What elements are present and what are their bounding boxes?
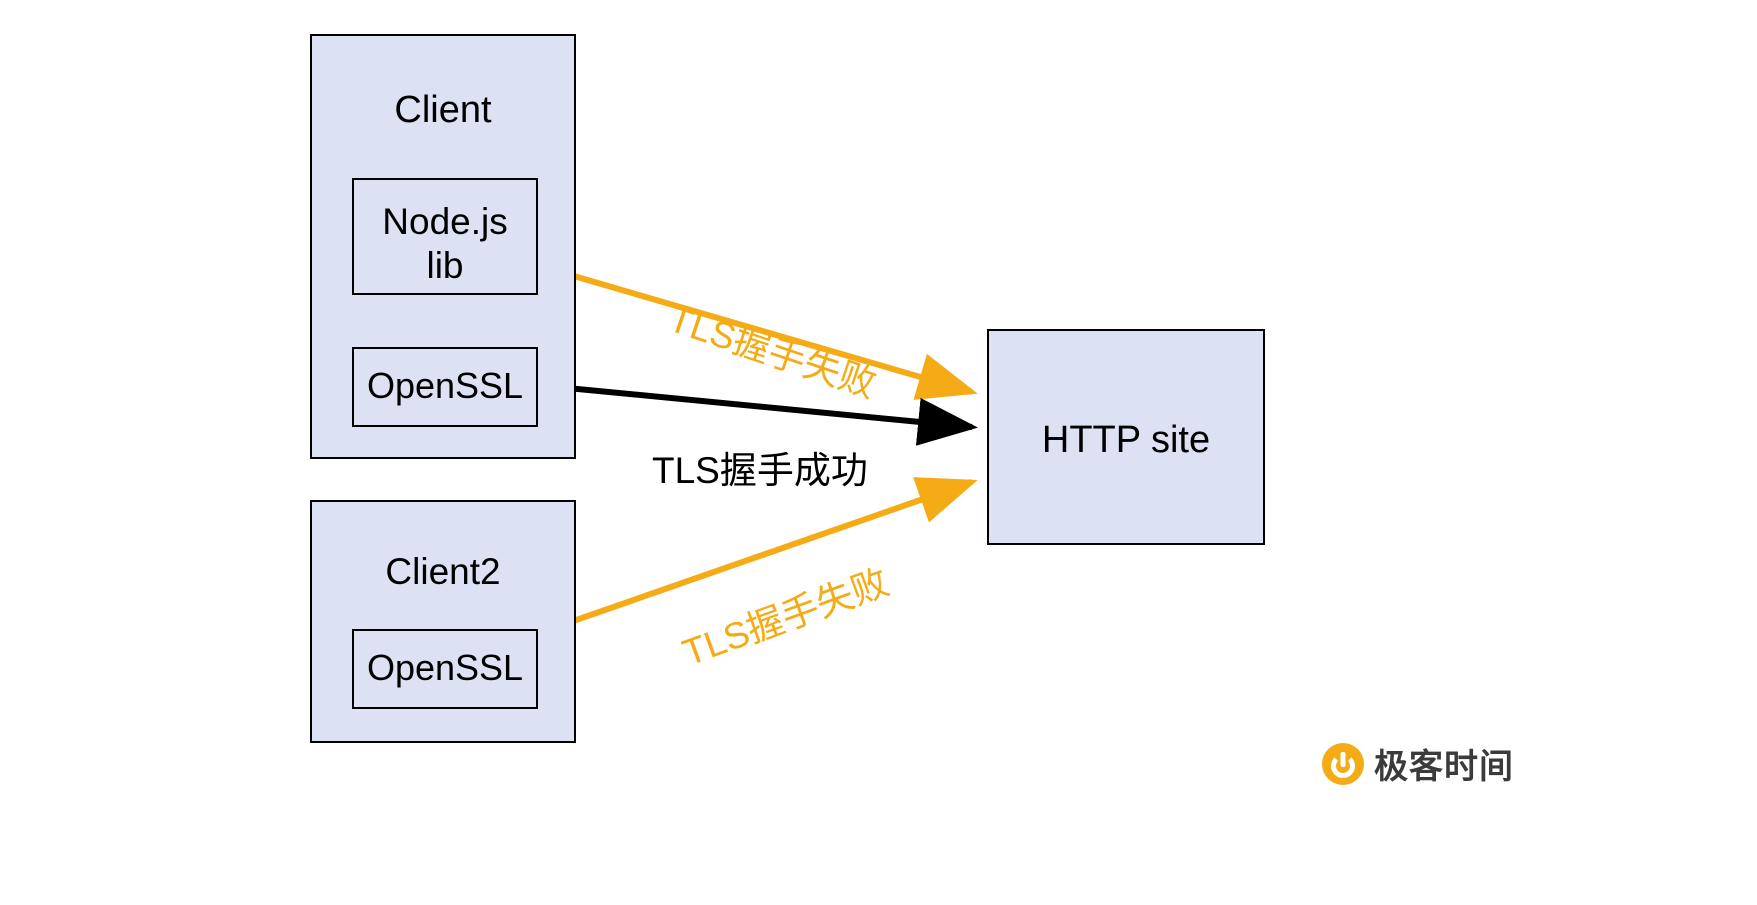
node-http-site-label: HTTP site <box>1041 419 1211 461</box>
node-client2[interactable]: Client2 OpenSSL <box>310 500 576 743</box>
brand-name: 极客时间 <box>1374 748 1514 786</box>
node-client2-openssl[interactable]: OpenSSL <box>352 629 538 709</box>
node-client2-openssl-label: OpenSSL <box>366 647 524 688</box>
node-client[interactable]: Client Node.js lib OpenSSL <box>310 34 576 459</box>
node-nodejs-lib[interactable]: Node.js lib <box>352 178 538 295</box>
edge-nodejs-to-site <box>535 262 978 400</box>
node-client-openssl-label: OpenSSL <box>366 365 524 406</box>
brand-watermark: 极客时间 <box>1322 739 1514 788</box>
geektime-logo-icon <box>1322 742 1364 785</box>
node-client2-label: Client2 <box>385 551 501 592</box>
node-http-site[interactable]: HTTP site <box>987 329 1265 545</box>
edge-label-openssl-to-site: TLS握手成功 <box>652 450 868 491</box>
node-nodejs-lib-label: Node.js lib <box>382 201 508 286</box>
node-client-openssl[interactable]: OpenSSL <box>352 347 538 427</box>
edge-openssl-to-site <box>535 382 978 446</box>
node-client-label: Client <box>394 89 492 131</box>
edge-client2-to-site <box>535 477 978 637</box>
